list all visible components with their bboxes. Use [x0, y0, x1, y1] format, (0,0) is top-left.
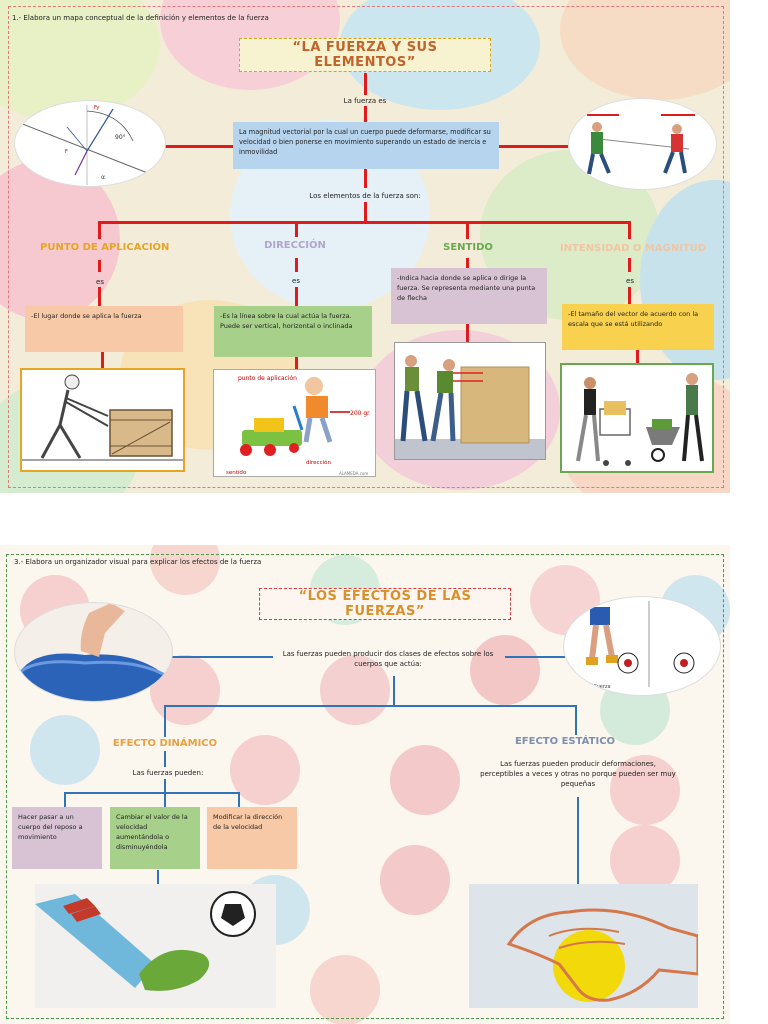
- connector-line: [164, 792, 166, 807]
- foot-kick-drawing: [35, 884, 276, 1008]
- connector-line: [295, 258, 298, 272]
- alpha-label: α: [101, 174, 105, 181]
- kick-ball-photo: Fuerza: [563, 596, 721, 696]
- element-name: SENTIDO: [443, 242, 493, 253]
- bg-dot: [470, 635, 540, 705]
- es-label: es: [292, 277, 300, 285]
- es-label: es: [96, 278, 104, 286]
- bg-dot: [310, 955, 380, 1024]
- connector-line: [466, 258, 469, 270]
- connector-line: [364, 202, 367, 222]
- photo-label-direccion: dirección: [306, 459, 331, 466]
- push-crate-photo: [20, 368, 185, 472]
- connector-line: [498, 145, 568, 148]
- connector-line: [505, 656, 565, 658]
- photo-label-punto: punto de aplicación: [238, 375, 297, 382]
- bg-dot: [230, 735, 300, 805]
- connector-line: [165, 656, 273, 658]
- effects-title: “LOS EFECTOS DE LAS FUERZAS”: [259, 588, 511, 620]
- panel-heading: 3.- Elabora un organizador visual para e…: [14, 558, 262, 566]
- panel-frame: [6, 554, 724, 1019]
- panel-heading: 1.- Elabora un mapa conceptual de la def…: [12, 14, 269, 22]
- connector-line: [157, 870, 159, 886]
- element-name: PUNTO DE APLICACIÓN: [40, 242, 170, 253]
- element-box: -El lugar donde se aplica la fuerza: [25, 306, 183, 352]
- connector-line: [295, 221, 298, 237]
- connector-line: [98, 287, 101, 307]
- bg-dot: [610, 825, 680, 895]
- connector-line: [364, 168, 367, 188]
- vector-diagram: 90° α Fy F: [14, 100, 166, 187]
- bg-dot: [380, 845, 450, 915]
- map-title: “LA FUERZA Y SUS ELEMENTOS”: [239, 38, 491, 72]
- connector-line: [165, 145, 235, 148]
- dynamic-effect-title: EFECTO DINÁMICO: [112, 738, 218, 749]
- connector-line: [164, 779, 166, 793]
- dynamic-item: Modificar la dirección de la velocidad: [207, 807, 297, 869]
- es-label: es: [626, 277, 634, 285]
- connector-line: [64, 792, 239, 794]
- effects-panel: 3.- Elabora un organizador visual para e…: [0, 545, 730, 1024]
- bg-dot: [610, 755, 680, 825]
- walker-toy-photo: punto de aplicación 200 gr sentido direc…: [213, 369, 376, 477]
- connector-line: [164, 751, 166, 767]
- connector-line: [295, 357, 298, 369]
- fuerza-label: Fuerza: [594, 684, 611, 690]
- connector-line: [466, 324, 469, 342]
- bg-dot: [30, 715, 100, 785]
- static-effect-title: EFECTO ESTÁTICO: [514, 736, 616, 747]
- connector-line: [164, 705, 166, 737]
- connector-line: [393, 676, 395, 706]
- concept-map-panel: 1.- Elabora un mapa conceptual de la def…: [0, 0, 730, 493]
- connector-line: [98, 260, 101, 272]
- connector-line: [101, 352, 104, 368]
- connector-line: [628, 287, 631, 305]
- photo-label-peso: 200 gr: [350, 410, 370, 417]
- panel-frame: [8, 6, 724, 488]
- f-label: F: [65, 149, 68, 155]
- element-box: -Indica hacia donde se aplica o dirige l…: [391, 268, 547, 324]
- element-name: INTENSIDAD O MAGNITUD: [560, 243, 707, 254]
- bg-dot: [390, 745, 460, 815]
- connector-line: [364, 106, 367, 122]
- connector-line: [98, 221, 101, 239]
- dynamic-item: Cambiar el valor de la velocidad aumentá…: [110, 807, 200, 869]
- connector-line: [364, 73, 367, 95]
- element-name: DIRECCIÓN: [264, 240, 326, 251]
- dynamic-item: Hacer pasar a un cuerpo del reposo a mov…: [12, 807, 102, 869]
- connector-line: [238, 792, 240, 808]
- connector-line: [636, 350, 639, 364]
- effects-intro: Las fuerzas pueden producir dos clases d…: [282, 650, 494, 668]
- photo-credit: ALAMEDA.com: [339, 471, 368, 476]
- bg-dot: [320, 655, 390, 725]
- definition-box: La magnitud vectorial por la cual un cue…: [233, 122, 499, 169]
- tug-of-war-photo: [568, 98, 717, 190]
- element-box: -Es la línea sobre la cual actúa la fuer…: [214, 306, 372, 357]
- dynamic-lead: Las fuerzas pueden:: [132, 769, 204, 777]
- connector-line: [628, 258, 631, 272]
- foam-press-photo: [14, 602, 173, 702]
- hand-squeeze-drawing: [469, 884, 698, 1008]
- photo-label-sentido: sentido: [226, 470, 247, 476]
- angle-label: 90°: [115, 134, 126, 141]
- connector-line: [575, 705, 577, 735]
- elements-intro: Los elementos de la fuerza son:: [309, 192, 421, 200]
- cart-photo: [560, 363, 714, 473]
- definition-intro: La fuerza es: [343, 97, 387, 105]
- connector-line: [64, 792, 66, 808]
- connector-line: [295, 287, 298, 307]
- fy-label: Fy: [94, 105, 99, 111]
- element-box: -El tamaño del vector de acuerdo con la …: [562, 304, 714, 350]
- connector-line: [577, 797, 579, 884]
- push-box-photo: [394, 342, 546, 460]
- connector-line: [466, 221, 469, 239]
- connector-line: [98, 221, 631, 224]
- connector-line: [164, 705, 577, 707]
- connector-line: [628, 221, 631, 239]
- static-text: Las fuerzas pueden producir deformacione…: [480, 760, 676, 788]
